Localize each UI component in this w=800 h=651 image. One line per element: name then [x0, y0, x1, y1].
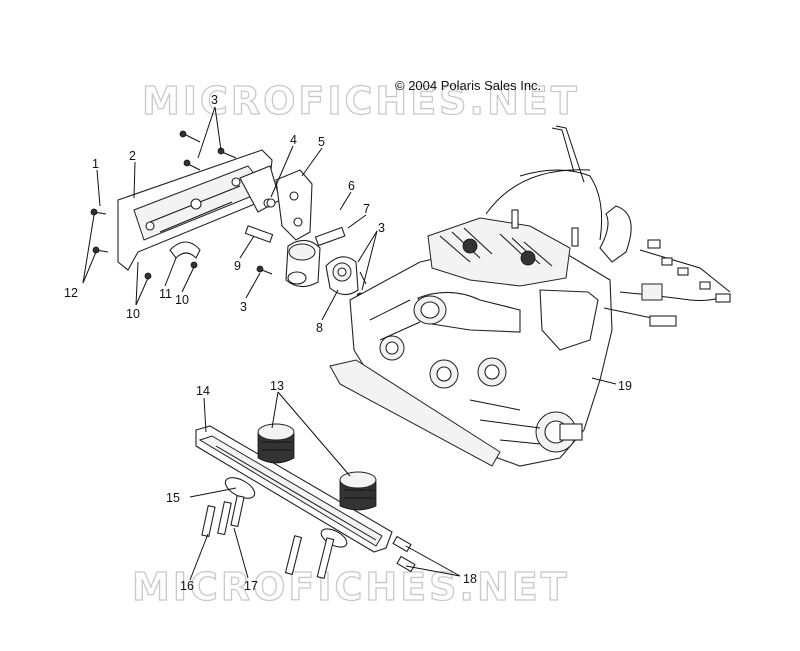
callout-labels: 3 1 2 4 5 6 7 3 9 3 8 12 10 11 10 13 14 … [64, 93, 632, 593]
callout-12: 12 [64, 286, 78, 300]
callout-5: 5 [318, 135, 325, 149]
callout-3-top: 3 [211, 93, 218, 107]
callout-10-left: 10 [126, 307, 140, 321]
watermark-top: MICROFICHES.NET [141, 78, 580, 123]
callout-9: 9 [234, 259, 241, 273]
callout-18: 18 [463, 572, 477, 586]
callout-14: 14 [196, 384, 210, 398]
mount-part-8 [325, 256, 359, 296]
bolts-group-top [90, 130, 367, 300]
callout-15: 15 [166, 491, 180, 505]
lower-bolts [201, 495, 416, 580]
callout-11: 11 [159, 287, 172, 301]
callout-17: 17 [244, 579, 258, 593]
leader-lines [82, 106, 617, 581]
callout-6: 6 [348, 179, 355, 193]
rubber-mount-right [339, 471, 377, 511]
bracket-part-5 [263, 169, 313, 241]
callout-3-right: 3 [378, 221, 385, 235]
clamp-part-11 [169, 241, 201, 259]
callout-3-lower: 3 [240, 300, 247, 314]
wiring-harness [603, 239, 731, 327]
callout-2: 2 [129, 149, 136, 163]
callout-10-right: 10 [175, 293, 189, 307]
callout-16: 16 [180, 579, 194, 593]
watermark-bottom: MICROFICHES.NET [131, 564, 570, 609]
mount-part-9 [244, 225, 346, 288]
copyright-notice: © 2004 Polaris Sales Inc. [395, 78, 542, 93]
rubber-mount-left [257, 423, 295, 464]
callout-7: 7 [363, 202, 370, 216]
front-mount-bar [195, 425, 393, 553]
callout-1: 1 [92, 157, 99, 171]
engine-assembly [329, 125, 632, 467]
callout-19: 19 [618, 379, 632, 393]
engine-bracket-plate [117, 149, 281, 271]
callout-4: 4 [290, 133, 297, 147]
callout-8: 8 [316, 321, 323, 335]
callout-13: 13 [270, 379, 284, 393]
